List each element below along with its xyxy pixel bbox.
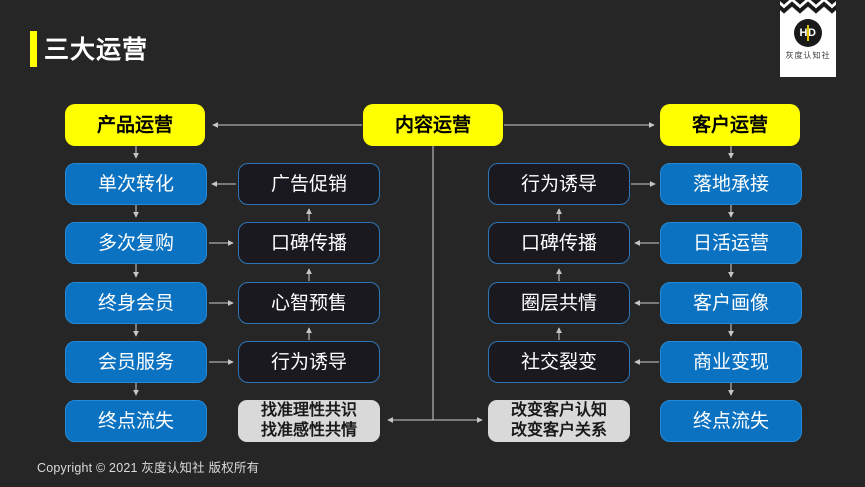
monogram-yellow-stripe [807,25,809,41]
node-circle-empathy: 圈层共情 [488,282,630,324]
node-content-operations: 内容运营 [363,104,503,146]
copyright-text: Copyright © 2021 灰度认知社 版权所有 [37,461,260,475]
note-line: 改变客户关系 [510,422,607,439]
node-behavior-inducement-right: 行为诱导 [488,163,630,205]
node-customer-operations: 客户运营 [660,104,800,146]
node-commercial-monetization: 商业变现 [660,341,802,383]
brand-logo: HD 灰度认知社 [780,0,836,77]
note-line: 改变客户认知 [510,402,607,419]
node-mindshare-presell: 心智预售 [238,282,380,324]
node-repeat-purchase: 多次复购 [65,222,207,264]
node-single-conversion: 单次转化 [65,163,207,205]
title-accent-bar [30,31,37,67]
node-lifetime-member: 终身会员 [65,282,207,324]
node-product-operations: 产品运营 [65,104,205,146]
node-member-service: 会员服务 [65,341,207,383]
zigzag-pattern-icon [780,0,836,15]
note-line: 找准感性共情 [260,422,357,439]
node-word-of-mouth-right: 口碑传播 [488,222,630,264]
node-churn-endpoint-right: 终点流失 [660,400,802,442]
note-customer-cognition: 改变客户认知 改变客户关系 [488,400,630,442]
node-ad-promotion: 广告促销 [238,163,380,205]
node-customer-profile: 客户画像 [660,282,802,324]
arrows [133,122,734,423]
brand-name: 灰度认知社 [785,51,831,60]
page-title: 三大运营 [44,36,149,64]
note-line: 找准理性共识 [260,402,357,419]
note-rational-emotional: 找准理性共识 找准感性共情 [238,400,380,442]
hd-monogram-icon: HD [794,19,822,47]
node-behavior-inducement-left: 行为诱导 [238,341,380,383]
node-social-fission: 社交裂变 [488,341,630,383]
node-word-of-mouth-left: 口碑传播 [238,222,380,264]
node-dau-operations: 日活运营 [660,222,802,264]
node-landing-capture: 落地承接 [660,163,802,205]
node-churn-endpoint-left: 终点流失 [65,400,207,442]
